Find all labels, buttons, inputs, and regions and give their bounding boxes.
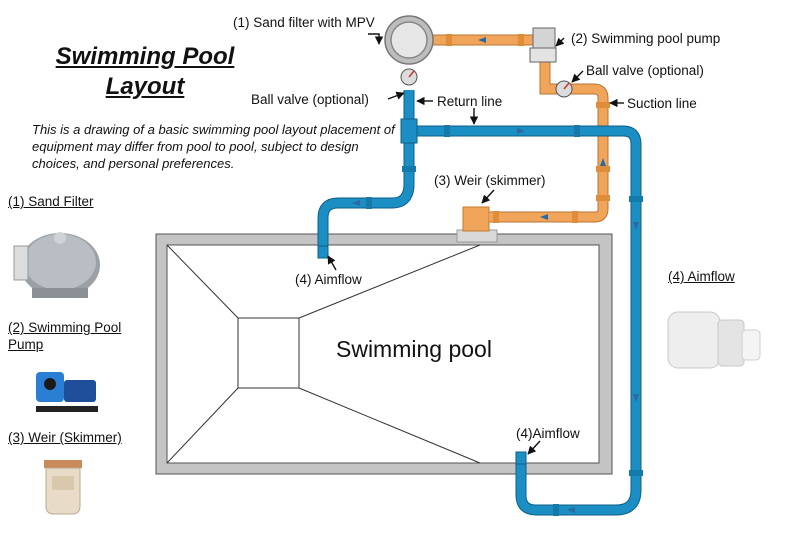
pipe-fitting [596, 166, 610, 172]
return-pipe [409, 126, 641, 515]
label-swimming-pool: Swimming pool [336, 336, 492, 362]
suction-pipe [489, 62, 608, 222]
pipe-fitting [446, 34, 452, 46]
flow-arrow-icon [517, 128, 525, 134]
pipe-fitting [553, 504, 559, 516]
flow-arrow-icon [633, 222, 639, 230]
flow-arrow-icon [633, 394, 639, 402]
weir-base [456, 229, 498, 243]
pump-motor [532, 27, 556, 49]
flow-arrow-icon [567, 507, 575, 513]
label-sand-filter-mpv: (1) Sand filter with MPV [233, 15, 375, 30]
pool-slope-line [166, 387, 239, 464]
pool-water [166, 244, 600, 464]
callout-arrows [327, 33, 624, 455]
arrow-icon [555, 37, 565, 47]
label-ball-valve-left: Ball valve (optional) [251, 92, 369, 107]
pipe-fitting [629, 196, 643, 202]
pool-deep-end [237, 317, 300, 389]
pipe-fitting [629, 470, 643, 476]
page-title: Swimming Pool Layout [40, 42, 250, 102]
return-pipes [317, 90, 643, 516]
suction-pipes [431, 34, 610, 223]
arrow-icon [387, 91, 405, 100]
return-pipe [317, 90, 415, 254]
pipe-fitting [574, 125, 580, 137]
label-return-line: Return line [437, 94, 503, 109]
arrow-icon [571, 70, 584, 83]
sand-filter-lid [390, 21, 428, 59]
arrow-icon [368, 33, 384, 45]
label-weir: (3) Weir (skimmer) [434, 173, 546, 188]
label-ball-valve-right: Ball valve (optional) [586, 63, 704, 78]
arrow-icon [327, 255, 337, 271]
flow-arrow-icon [540, 214, 548, 220]
arrow-icon [481, 189, 495, 204]
pipe-fitting [402, 166, 416, 172]
aimflow-fitting-bottom [515, 451, 527, 465]
legend-aimflow-image [667, 311, 761, 369]
pool-slope-line [166, 244, 239, 319]
legend-aimflow-label: (4) Aimflow [668, 269, 735, 284]
aimflow-fitting-top [317, 245, 329, 259]
sand-filter [384, 15, 434, 65]
label-suction-line: Suction line [627, 96, 697, 111]
legend-pump-image [36, 372, 98, 412]
label-pool-pump: (2) Swimming pool pump [571, 31, 721, 46]
pool-slope-line [298, 244, 481, 319]
flow-arrow-icon [352, 200, 360, 206]
description-text: This is a drawing of a basic swimming po… [32, 122, 395, 172]
pipe-fitting [596, 195, 610, 201]
pipe-fitting [493, 211, 499, 223]
legend-sand-filter-image [13, 232, 100, 298]
return-pipe [318, 90, 414, 254]
pipe-fitting [366, 197, 372, 209]
title-line-2: Layout [105, 73, 185, 100]
legend-pump-label-line1: (2) Swimming Pool [8, 320, 122, 335]
pool [155, 233, 613, 475]
pipe-fitting [572, 211, 578, 223]
pipe-fitting [518, 34, 524, 46]
ball-valve-right [555, 80, 573, 98]
legend-pump-label-line2: Pump [8, 337, 44, 352]
pipe-fitting [444, 125, 450, 137]
label-aimflow-top: (4) Aimflow [295, 272, 362, 287]
arrow-icon [527, 440, 541, 455]
pump-basket [529, 47, 557, 63]
title-line-1: Swimming Pool [55, 43, 235, 70]
pipe-fitting [596, 102, 610, 108]
weir-box [462, 206, 490, 232]
flow-arrow-icon [600, 158, 606, 166]
pool-slope-line [298, 387, 481, 464]
legend-weir-label: (3) Weir (Skimmer) [8, 430, 122, 445]
pipe-tee [400, 118, 418, 144]
flow-arrow-icon [478, 37, 486, 43]
ball-valve-left [400, 68, 418, 86]
legend-weir-image [44, 460, 82, 515]
legend-sand-filter-label: (1) Sand Filter [8, 194, 94, 209]
weir-skimmer [456, 206, 498, 243]
label-aimflow-bottom: (4)Aimflow [516, 426, 580, 441]
pool-pump [529, 27, 557, 63]
